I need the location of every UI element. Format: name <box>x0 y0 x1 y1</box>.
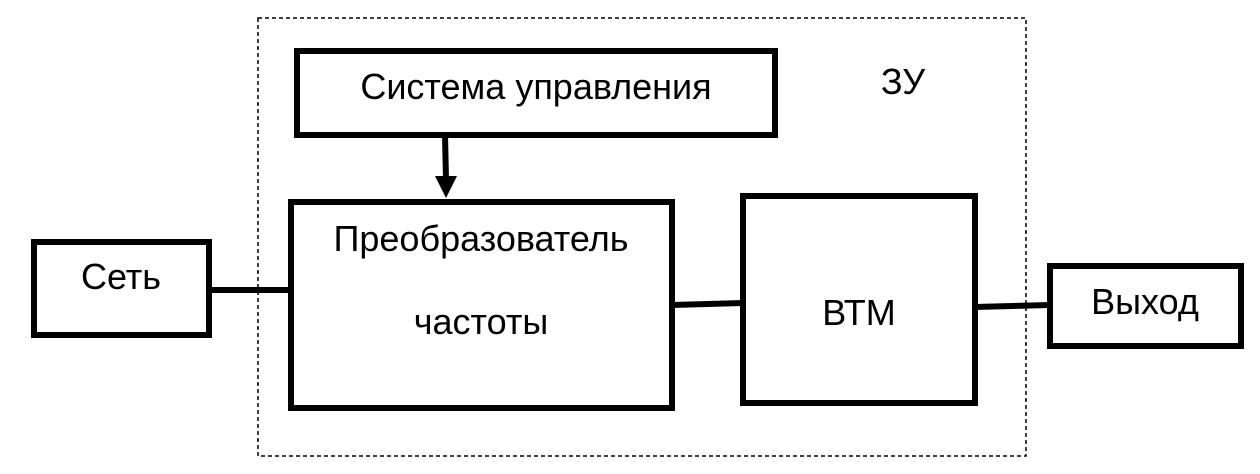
vtm-block <box>740 193 978 406</box>
frequency-converter-label-line2: частоты <box>414 301 548 342</box>
network-label: Сеть <box>81 256 161 297</box>
control-system-block <box>294 48 778 138</box>
network-block <box>31 239 212 338</box>
control-system-label: Система управления <box>360 66 711 107</box>
charger-dashed-frame <box>257 17 1027 457</box>
frequency-converter-block <box>288 199 675 411</box>
wire-vtm-to-output <box>974 302 1051 310</box>
wire-converter-to-vtm <box>671 300 744 308</box>
output-block <box>1047 263 1244 349</box>
charger-label: ЗУ <box>881 61 926 102</box>
vtm-label: ВТМ <box>822 292 896 333</box>
frequency-converter-label-line1: Преобразователь <box>334 218 629 259</box>
control-arrow-shaft <box>442 134 449 181</box>
control-arrow-head <box>435 176 457 198</box>
output-label: Выход <box>1091 281 1199 322</box>
